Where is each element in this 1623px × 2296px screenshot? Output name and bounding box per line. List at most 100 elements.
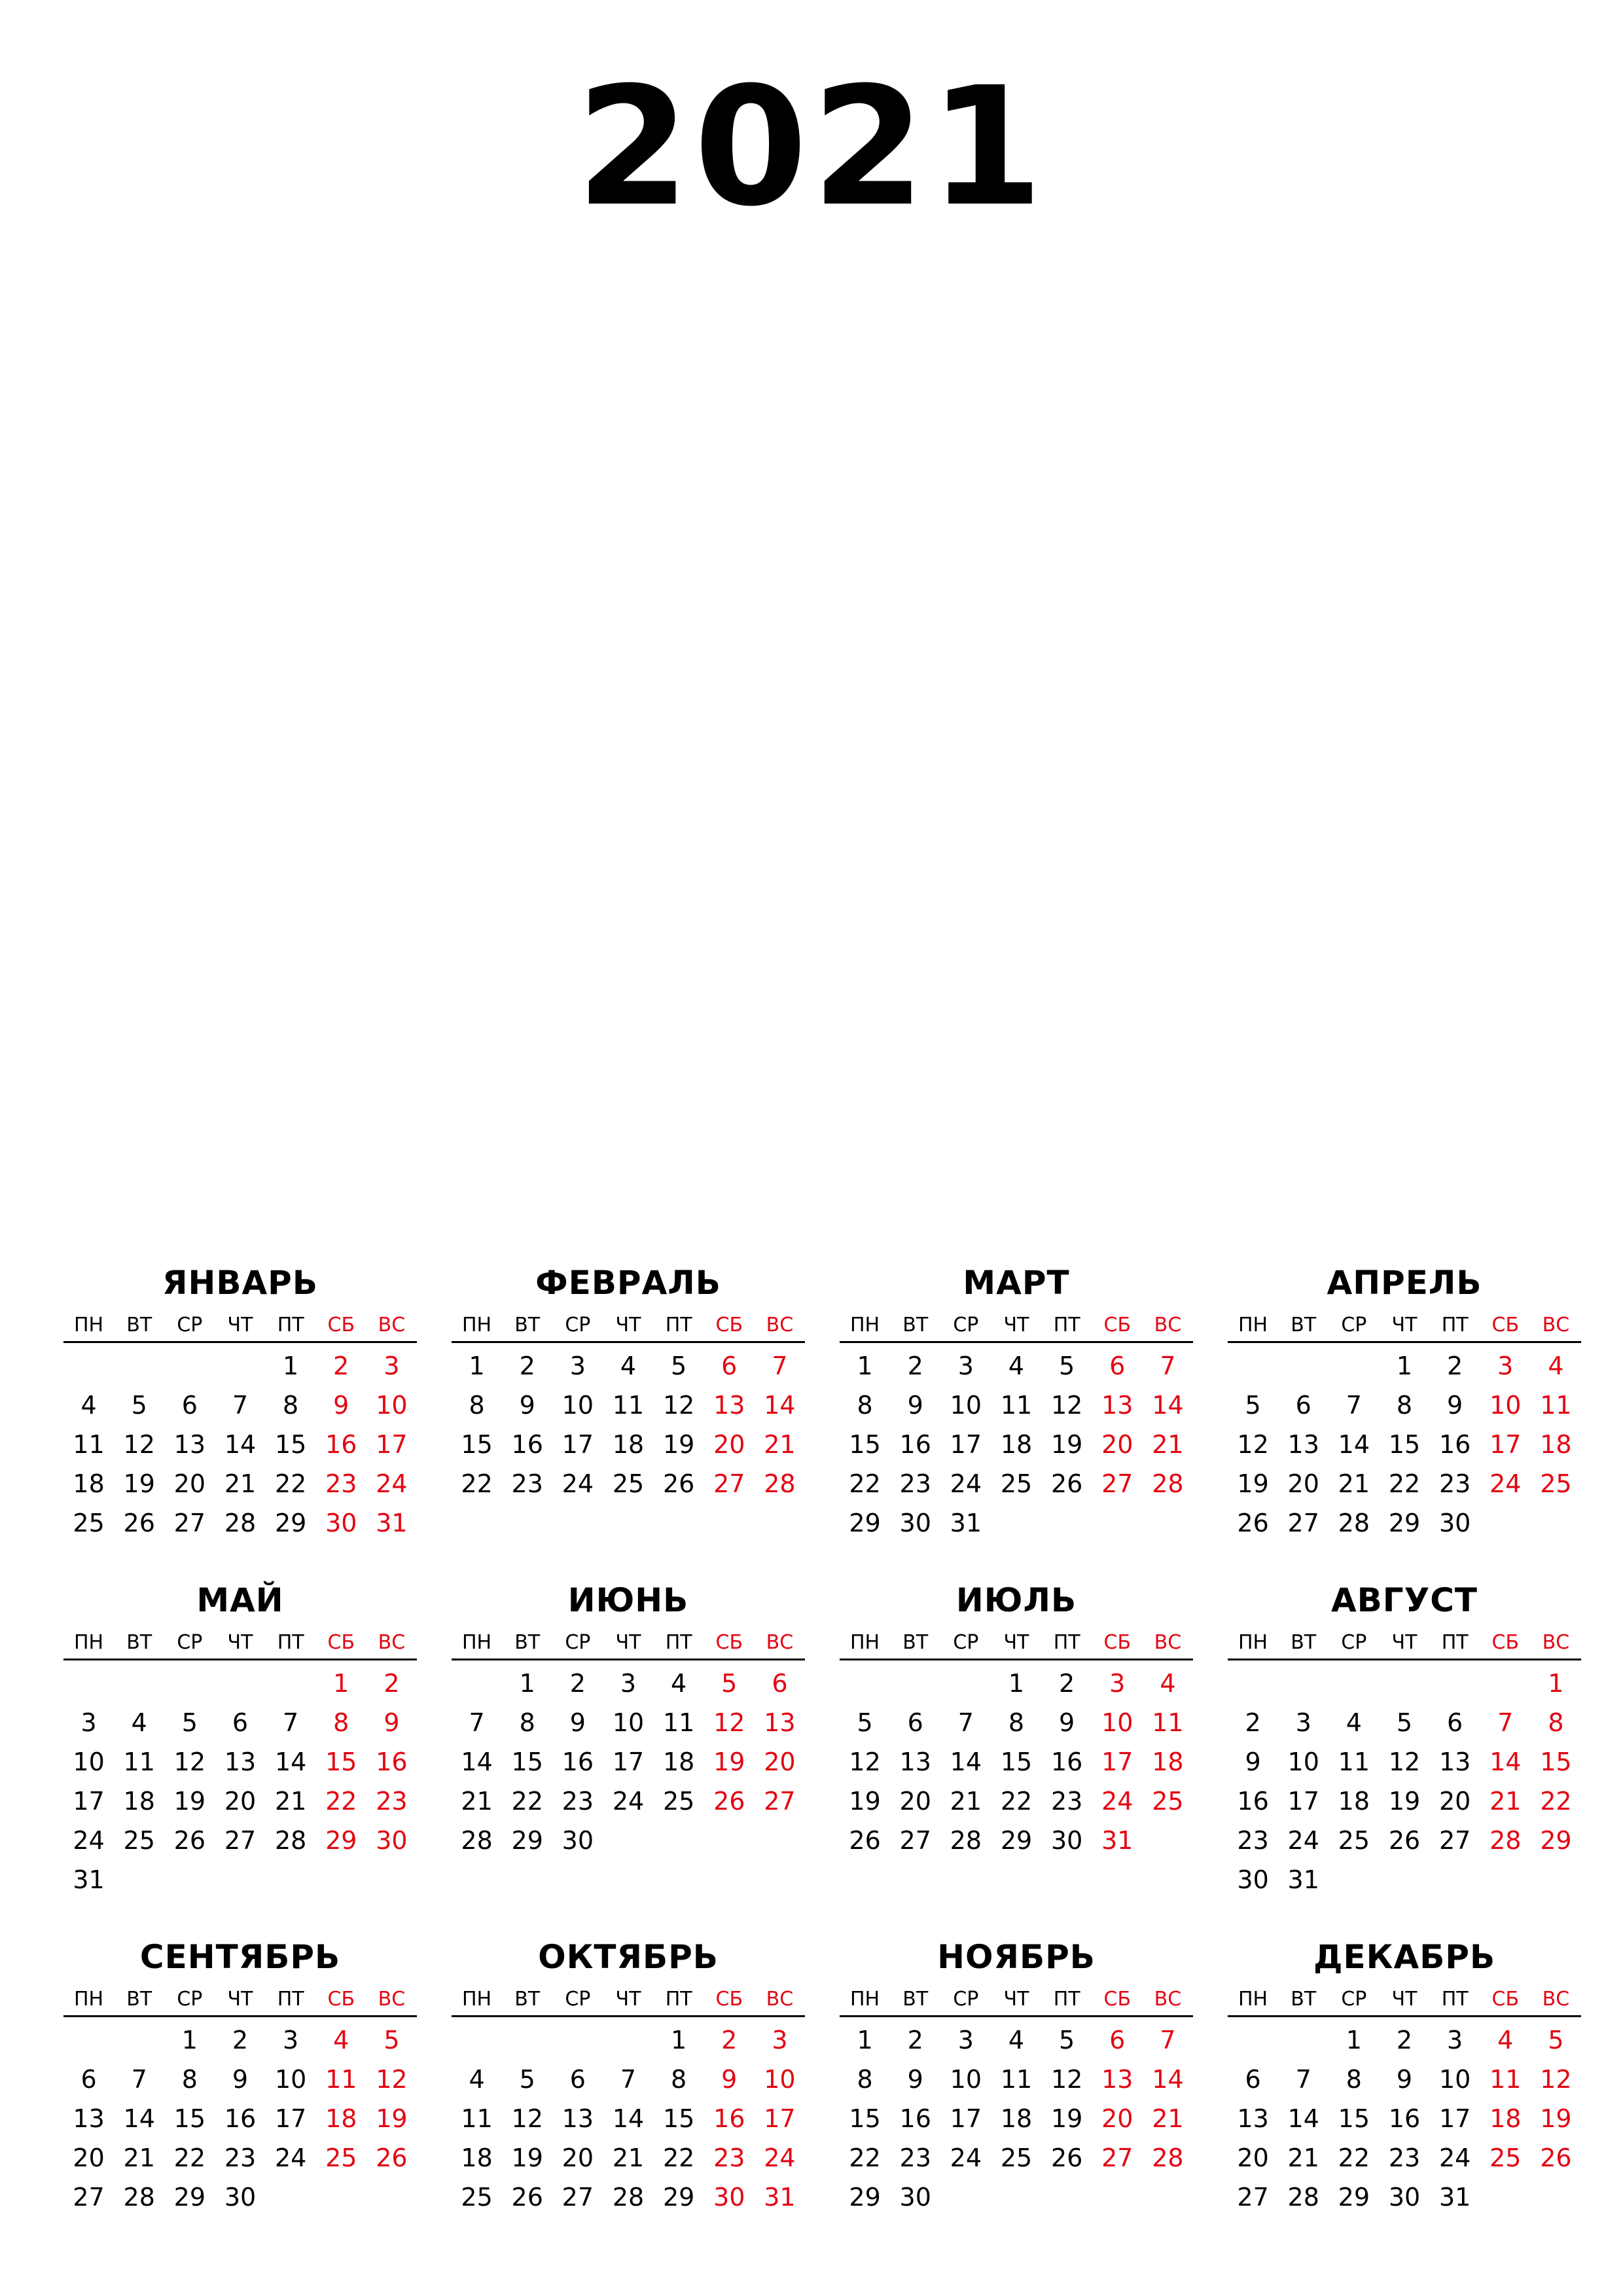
day-cell: 2 — [1396, 2026, 1413, 2054]
day-cell: 29 — [511, 1826, 543, 1855]
day-cell: 10 — [1287, 1748, 1319, 1776]
weekend-day-cell — [316, 2178, 366, 2217]
day-cell: 2 — [1447, 1352, 1463, 1380]
weekend-day-cell: 8 — [1548, 1708, 1564, 1737]
day-cell: 16 — [899, 1430, 931, 1459]
weekday-label: ЧТ — [227, 1988, 253, 2011]
day-cell: 15 — [1388, 1430, 1421, 1459]
weekend-day-cell: 21 — [764, 1430, 796, 1459]
weekend-day-cell: 18 — [325, 2104, 357, 2133]
week-row: 31 — [63, 1860, 417, 1899]
day-cell: 24 — [562, 1469, 594, 1498]
day-cell: 17 — [73, 1787, 105, 1816]
day-cell — [114, 2020, 164, 2060]
day-cell: 22 — [511, 1787, 543, 1816]
day-cell: 23 — [1438, 1469, 1471, 1498]
weekend-day-cell: 30 — [325, 1509, 357, 1537]
day-cell: 2 — [519, 1352, 535, 1380]
weekday-label: ПТ — [665, 1314, 692, 1336]
weekday-label: ПН — [1238, 1314, 1268, 1336]
day-cell: 19 — [1050, 1430, 1083, 1459]
weekday-label: ЧТ — [1391, 1314, 1418, 1336]
day-cell: 7 — [469, 1708, 485, 1737]
weekend-day-cell: 15 — [325, 1748, 357, 1776]
weekend-day-cell — [1092, 1503, 1143, 1543]
day-cell: 15 — [173, 2104, 206, 2133]
weekend-day-cell: 14 — [1489, 1748, 1522, 1776]
weekend-day-cell: 3 — [383, 1352, 400, 1380]
day-cell: 5 — [1245, 1391, 1261, 1420]
day-cell: 26 — [173, 1826, 206, 1855]
weekday-label: ПТ — [277, 1314, 304, 1336]
weekend-day-cell — [1480, 1664, 1531, 1703]
day-cell: 23 — [511, 1469, 543, 1498]
day-cell: 25 — [73, 1509, 105, 1537]
weekend-day-cell — [1480, 1860, 1531, 1899]
weekend-day-cell: 12 — [376, 2065, 408, 2094]
weekend-day-cell: 8 — [333, 1708, 349, 1737]
day-cell: 16 — [1438, 1430, 1471, 1459]
day-cell: 9 — [1059, 1708, 1075, 1737]
day-cell: 19 — [123, 1469, 155, 1498]
weekday-label: СР — [953, 1988, 979, 2011]
day-cell: 20 — [173, 1469, 206, 1498]
weekday-label: ЧТ — [227, 1314, 253, 1336]
day-cell: 24 — [1438, 2144, 1471, 2172]
weekday-label: ПН — [74, 1314, 104, 1336]
day-cell: 5 — [181, 1708, 198, 1737]
weekend-day-cell: 6 — [1109, 1352, 1126, 1380]
weekend-day-cell: 27 — [1101, 2144, 1133, 2172]
day-cell: 14 — [1338, 1430, 1370, 1459]
weekday-label: ЧТ — [227, 1631, 253, 1654]
day-cell: 22 — [849, 1469, 881, 1498]
day-cell: 19 — [511, 2144, 543, 2172]
weekday-label: ВС — [1154, 1631, 1182, 1654]
weekend-day-cell: 6 — [721, 1352, 738, 1380]
day-cell: 2 — [907, 1352, 923, 1380]
day-cell: 23 — [562, 1787, 594, 1816]
day-cell: 27 — [899, 1826, 931, 1855]
weekend-day-cell: 17 — [1489, 1430, 1522, 1459]
day-cell: 5 — [1396, 1708, 1413, 1737]
day-cell: 4 — [671, 1669, 687, 1698]
weekend-day-cell — [1480, 1503, 1531, 1543]
day-cell: 25 — [612, 1469, 645, 1498]
weekend-day-cell: 17 — [376, 1430, 408, 1459]
day-cell: 22 — [662, 2144, 695, 2172]
weekend-day-cell: 25 — [1540, 1469, 1572, 1498]
day-cell — [114, 1860, 164, 1899]
day-cell — [63, 2020, 114, 2060]
weekend-day-cell: 23 — [376, 1787, 408, 1816]
day-cell: 14 — [123, 2104, 155, 2133]
day-cell: 30 — [899, 1509, 931, 1537]
weekday-label: ЧТ — [1391, 1988, 1418, 2011]
weekend-day-cell: 29 — [1540, 1826, 1572, 1855]
day-cell: 11 — [1338, 1748, 1370, 1776]
day-cell: 18 — [461, 2144, 493, 2172]
weekend-day-cell: 2 — [721, 2026, 738, 2054]
weekend-day-cell: 26 — [376, 2144, 408, 2172]
weekend-day-cell: 6 — [1109, 2026, 1126, 2054]
day-cell: 15 — [849, 2104, 881, 2133]
day-cell: 16 — [224, 2104, 257, 2133]
weekend-day-cell — [316, 1860, 366, 1899]
day-cell: 1 — [1008, 1669, 1025, 1698]
weekend-day-cell: 31 — [1101, 1826, 1133, 1855]
day-cell — [164, 1860, 215, 1899]
weekday-label: СР — [565, 1314, 591, 1336]
weekend-day-cell — [1143, 1503, 1193, 1543]
weekday-label: СР — [1341, 1631, 1367, 1654]
